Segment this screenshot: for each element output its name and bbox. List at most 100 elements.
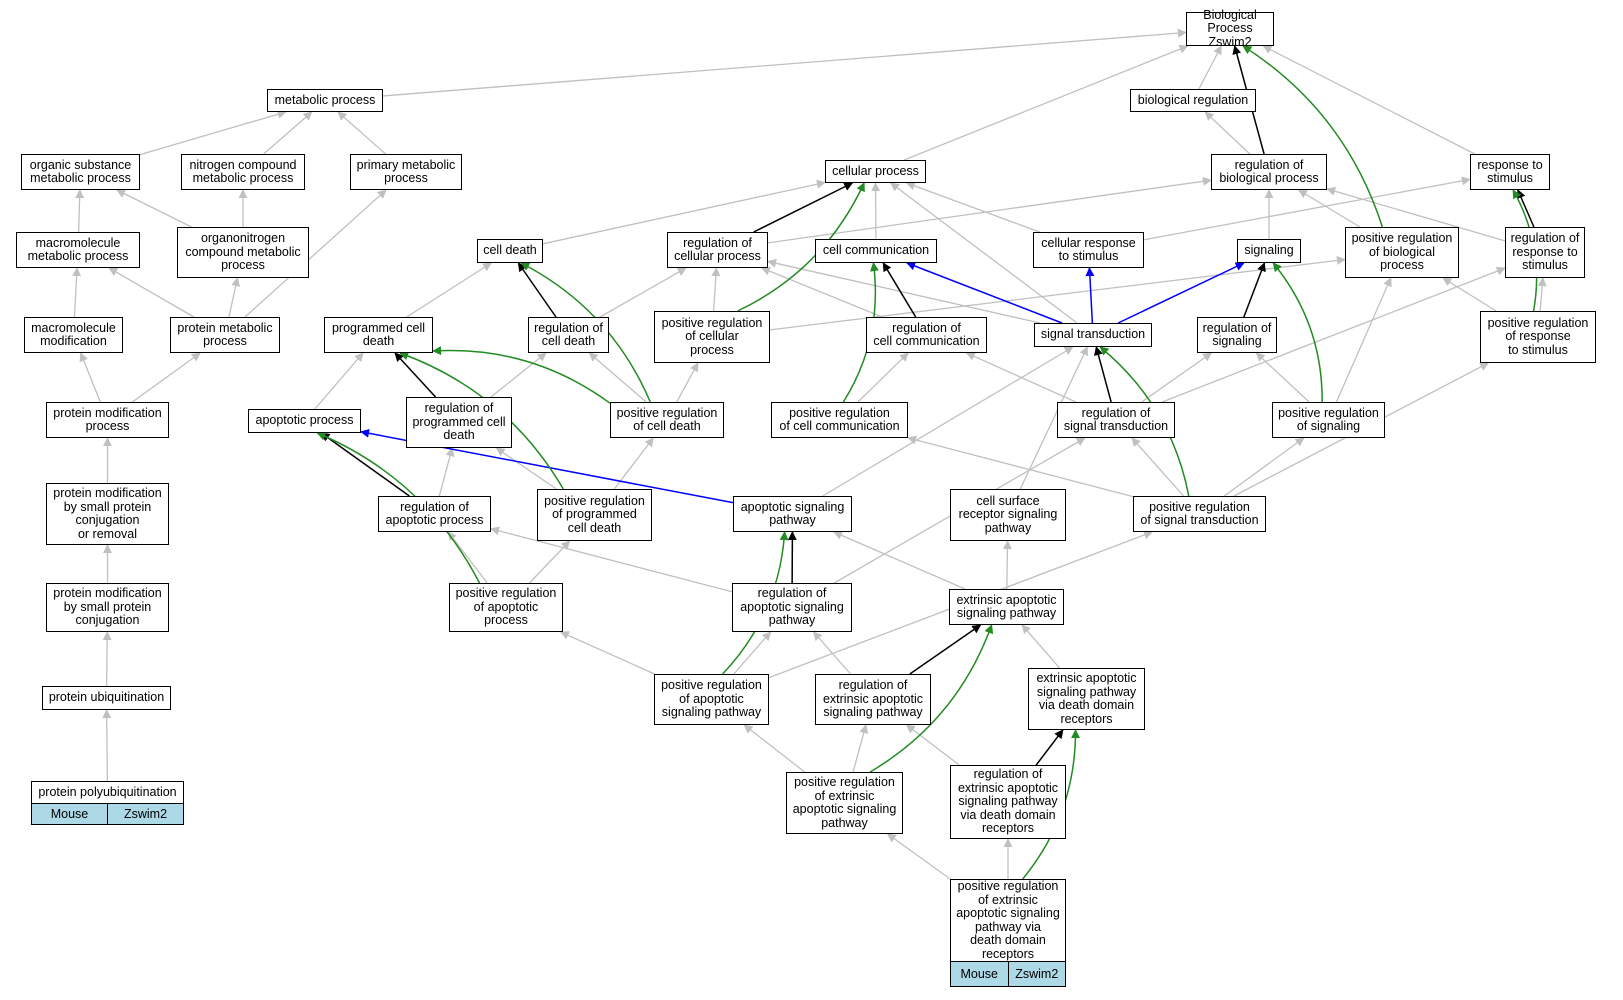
edge-csrsp-to-st — [1019, 346, 1088, 490]
edge-cp-to-bp — [903, 44, 1189, 161]
node-pmod[interactable]: protein modification process — [46, 402, 169, 438]
node-mp[interactable]: metabolic process — [267, 89, 383, 112]
edge-prap-to-ap — [316, 432, 481, 584]
node-prcd[interactable]: positive regulation of cell death — [610, 402, 724, 438]
edge-st-to-sig — [1117, 262, 1245, 324]
node-rcc[interactable]: regulation of cell communication — [866, 317, 987, 353]
edge-rcc-to-cc — [882, 262, 917, 318]
edge-asp-to-st — [822, 346, 1074, 497]
edge-protmp-to-mmp — [108, 267, 195, 318]
edge-pmod-to-protmp — [132, 352, 201, 403]
node-rap[interactable]: regulation of apoptotic process — [378, 496, 491, 532]
edge-prcd-to-rcd — [588, 352, 647, 403]
node-preaspdd[interactable]: positive regulation of extrinsic apoptot… — [950, 879, 1066, 962]
edge-rst-to-rsig — [1141, 352, 1213, 403]
node-pcd[interactable]: programmed cell death — [324, 317, 433, 353]
node-cd[interactable]: cell death — [477, 239, 543, 263]
node-mm[interactable]: macromolecule modification — [24, 317, 123, 353]
gene-label: Zswim2 — [1008, 961, 1066, 987]
node-oncmp[interactable]: organonitrogen compound metabolic proces… — [177, 227, 309, 278]
node-bp[interactable]: Biological Process Zswim2 — [1186, 8, 1274, 49]
node-prst[interactable]: positive regulation of signal transducti… — [1133, 496, 1266, 532]
node-rbp[interactable]: regulation of biological process — [1211, 154, 1327, 190]
node-easp[interactable]: extrinsic apoptotic signaling pathway — [949, 589, 1064, 625]
edge-rap-to-ap — [320, 432, 410, 497]
edge-rst-to-rrs — [1161, 266, 1506, 403]
node-rasp[interactable]: regulation of apoptotic signaling pathwa… — [732, 583, 852, 632]
gene-label: Zswim2 — [108, 803, 184, 825]
node-asp[interactable]: apoptotic signaling pathway — [733, 496, 852, 532]
node-crs[interactable]: cellular response to stimulus — [1033, 232, 1144, 268]
edge-preasp-to-prasp — [743, 724, 806, 773]
edge-st-to-rcp — [767, 258, 1041, 324]
node-reasp[interactable]: regulation of extrinsic apoptotic signal… — [815, 674, 931, 725]
node-preasp[interactable]: positive regulation of extrinsic apoptot… — [786, 772, 903, 834]
node-prbp[interactable]: positive regulation of biological proces… — [1345, 227, 1459, 278]
node-pmp[interactable]: primary metabolic process — [350, 154, 462, 190]
edge-rsig-to-sig — [1243, 262, 1266, 318]
node-rpcd[interactable]: regulation of programmed cell death — [406, 397, 512, 448]
node-prsig[interactable]: positive regulation of signaling — [1272, 402, 1385, 438]
edge-rcp-to-cp — [753, 182, 854, 233]
node-reaspdd[interactable]: regulation of extrinsic apoptotic signal… — [950, 765, 1066, 839]
edge-ppu-to-pu — [102, 709, 112, 782]
node-rsig[interactable]: regulation of signaling — [1197, 317, 1277, 353]
node-rst[interactable]: regulation of signal transduction — [1057, 402, 1175, 438]
edge-rcp-to-rbp — [767, 176, 1212, 244]
node-protmp[interactable]: protein metabolic process — [170, 317, 280, 353]
edge-ncmp-to-mp — [263, 111, 313, 155]
node-cp[interactable]: cellular process — [825, 160, 926, 183]
node-pmspc[interactable]: protein modification by small protein co… — [46, 583, 169, 632]
edge-cd-to-cp — [542, 179, 826, 245]
node-csrsp[interactable]: cell surface receptor signaling pathway — [950, 489, 1066, 541]
node-pmsp[interactable]: protein modification by small protein co… — [46, 483, 169, 545]
node-ncmp[interactable]: nitrogen compound metabolic process — [181, 154, 305, 190]
node-easpdd[interactable]: extrinsic apoptotic signaling pathway vi… — [1028, 668, 1145, 730]
species-label: Mouse — [950, 961, 1009, 987]
node-prcp[interactable]: positive regulation of cellular process — [654, 311, 770, 363]
edge-preasp-to-reasp — [852, 724, 869, 773]
edge-prpcd-to-prcd — [613, 437, 654, 490]
edge-pmod-to-mm — [79, 352, 101, 403]
edge-ap-to-pcd — [314, 352, 364, 410]
node-prrs[interactable]: positive regulation of response to stimu… — [1480, 311, 1596, 363]
node-rcd[interactable]: regulation of cell death — [528, 317, 609, 353]
node-br[interactable]: biological regulation — [1130, 89, 1256, 112]
node-prpcd[interactable]: positive regulation of programmed cell d… — [537, 489, 652, 541]
edge-prsig-to-rsig — [1255, 352, 1310, 403]
edge-mm-to-mmp — [72, 267, 82, 318]
node-rts[interactable]: response to stimulus — [1470, 154, 1550, 190]
node-prasp[interactable]: positive regulation of apoptotic signali… — [654, 674, 769, 725]
node-ppu[interactable]: protein polyubiquitination — [31, 781, 184, 804]
node-rcp[interactable]: regulation of cellular process — [667, 232, 768, 268]
edge-prpcd-to-rpcd — [495, 447, 557, 490]
node-st[interactable]: signal transduction — [1034, 323, 1152, 347]
edge-prcc-to-rcc — [857, 352, 909, 403]
node-prap[interactable]: positive regulation of apoptotic process — [449, 583, 563, 632]
edge-rpcd-to-rcd — [490, 352, 547, 398]
edge-prst-to-prsig — [1223, 437, 1305, 497]
node-cc[interactable]: cell communication — [815, 239, 937, 263]
edge-rts-to-bp — [1262, 45, 1476, 155]
edge-br-to-bp — [1198, 45, 1222, 90]
edge-easpdd-to-easp — [1021, 624, 1061, 669]
edge-prcd-to-pcd — [432, 346, 611, 404]
node-osmp[interactable]: organic substance metabolic process — [21, 154, 140, 190]
edge-rrs-to-rts — [1516, 189, 1535, 228]
edge-prasp-to-rasp — [733, 631, 772, 675]
edge-rcd-to-rcp — [599, 267, 687, 318]
edge-rrs-to-rbp — [1326, 186, 1506, 242]
node-prcc[interactable]: positive regulation of cell communicatio… — [771, 402, 908, 438]
node-sig[interactable]: signaling — [1237, 239, 1301, 263]
node-pu[interactable]: protein ubiquitination — [42, 686, 171, 710]
edge-prcp-to-rcp — [711, 267, 721, 312]
edge-rpcd-to-pcd — [394, 352, 437, 398]
edge-protmp-to-pmp — [244, 189, 387, 318]
node-rrs[interactable]: regulation of response to stimulus — [1505, 227, 1585, 278]
node-mmp[interactable]: macromolecule metabolic process — [16, 232, 140, 268]
edge-prst-to-prcc — [907, 435, 1134, 498]
edge-pu-to-pmspc — [102, 631, 112, 687]
node-ap[interactable]: apoptotic process — [248, 409, 361, 433]
